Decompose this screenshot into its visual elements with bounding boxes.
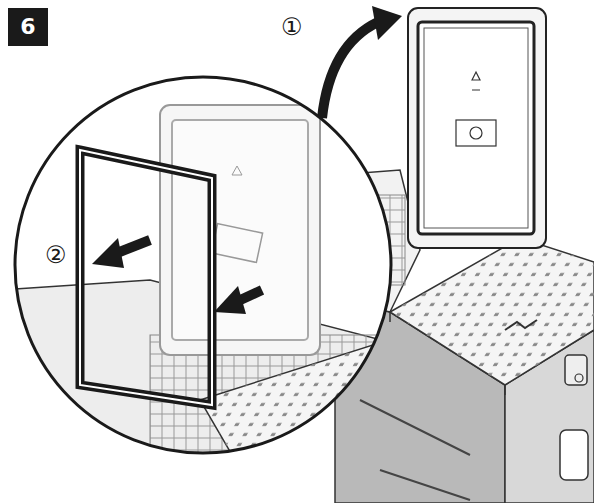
callout-number: ② bbox=[44, 242, 68, 268]
step-number: 6 bbox=[20, 16, 35, 38]
step-number-box: 6 bbox=[8, 8, 48, 46]
callout-number: ① bbox=[280, 14, 304, 40]
